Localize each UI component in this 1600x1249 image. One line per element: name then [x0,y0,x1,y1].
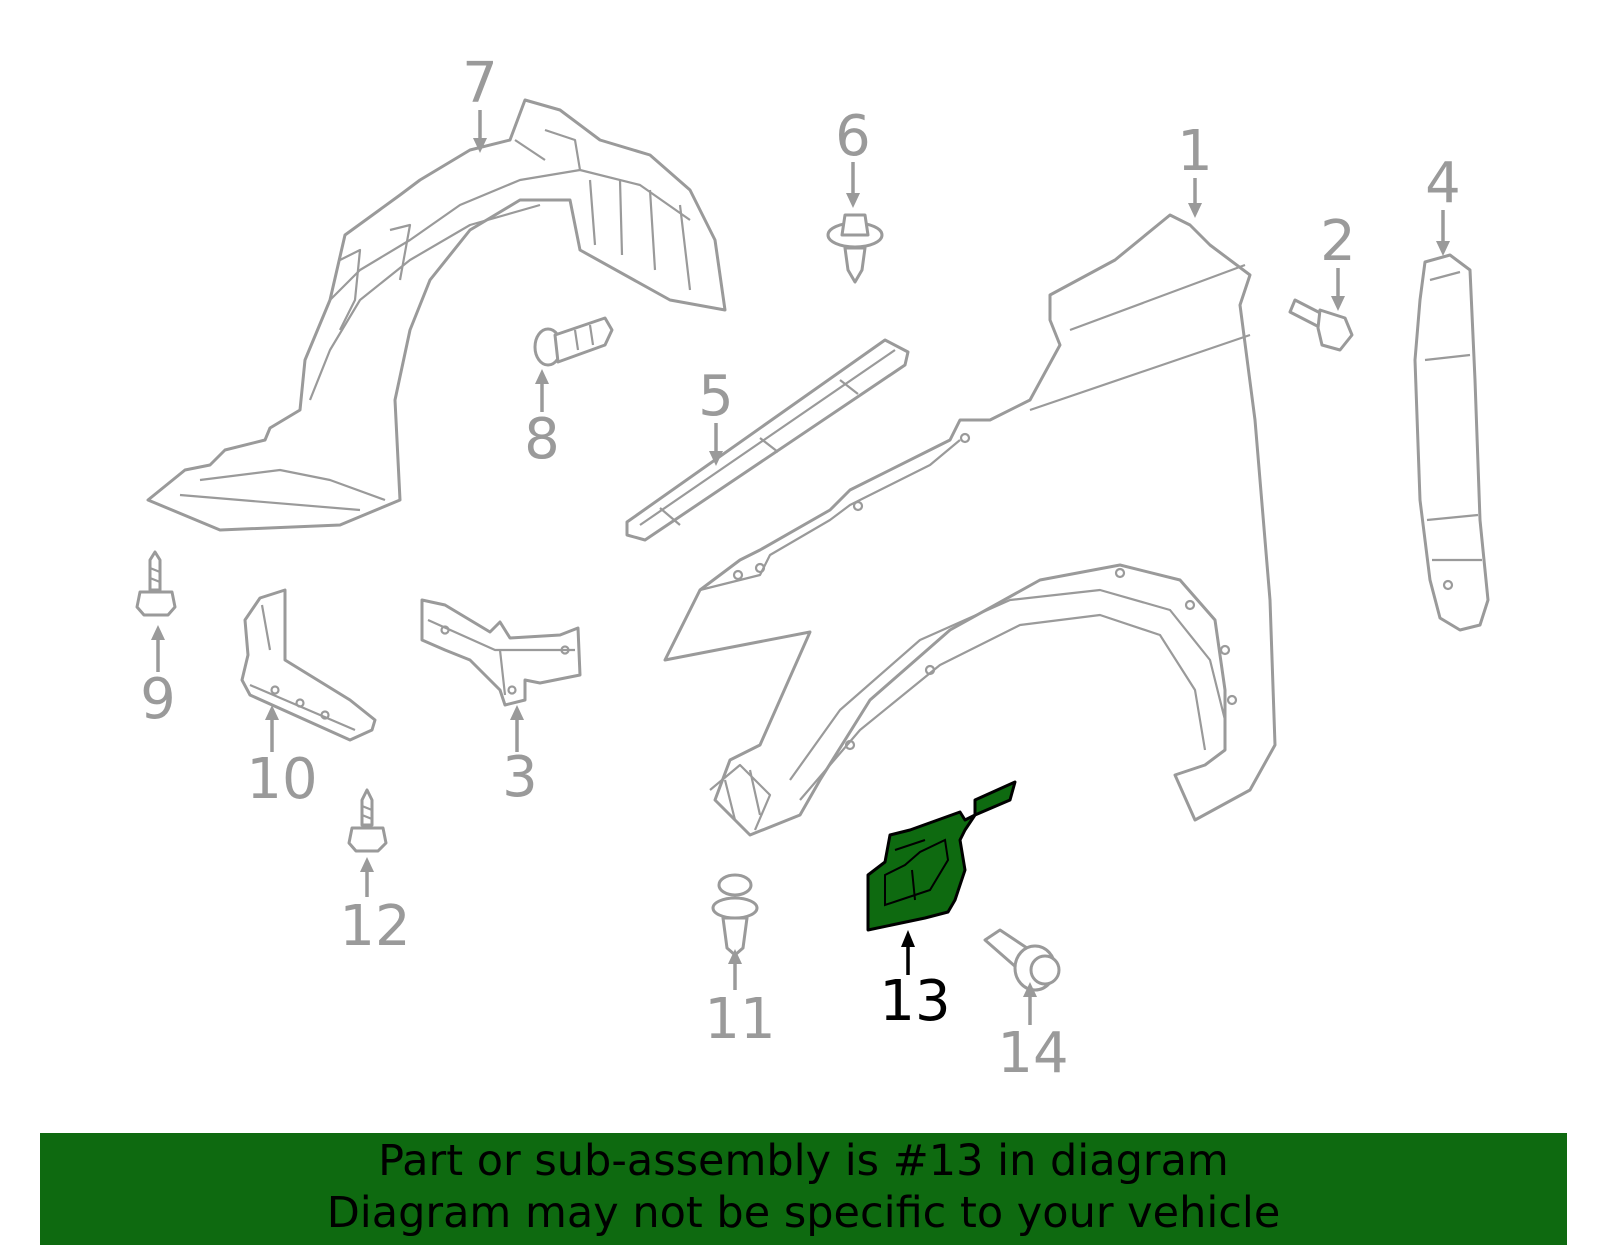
callout-7: 7 [462,51,498,116]
part-1-fender-panel[interactable] [663,213,1277,837]
part-6-clip[interactable] [826,213,884,284]
callout-8: 8 [524,407,560,472]
info-banner: Part or sub-assembly is #13 in diagram D… [40,1133,1567,1245]
callout-9: 9 [140,667,176,732]
part-7-fender-liner[interactable] [146,98,727,532]
callout-10: 10 [246,747,317,812]
callout-3: 3 [502,745,538,810]
callout-14: 14 [997,1021,1068,1086]
part-4-seal[interactable] [1413,253,1490,632]
part-11-clip[interactable] [711,873,759,957]
part-14-clip[interactable] [983,928,1061,992]
callout-12: 12 [339,894,410,959]
callout-arrows [151,110,1450,1025]
callout-2: 2 [1320,209,1356,274]
part-9-screw[interactable] [135,550,177,617]
banner-line-disclaimer: Diagram may not be specific to your vehi… [326,1188,1281,1238]
part-3-bracket[interactable] [420,598,582,707]
part-5-rail[interactable] [625,338,910,542]
part-2-bolt[interactable] [1288,298,1354,352]
callout-6: 6 [835,104,871,169]
part-12-screw[interactable] [347,788,388,853]
part-8-clip[interactable] [533,316,614,367]
callout-11: 11 [704,987,775,1052]
callout-13: 13 [879,969,950,1034]
part-10-bracket[interactable] [240,588,377,742]
callout-labels: 1 2 3 4 5 6 7 8 9 10 11 12 13 14 [140,51,1461,1086]
callout-5: 5 [698,364,734,429]
callout-1: 1 [1177,119,1213,184]
part-13-splash-shield[interactable] [866,780,1017,932]
callout-4: 4 [1425,151,1461,216]
banner-line-part: Part or sub-assembly is #13 in diagram [378,1136,1229,1186]
